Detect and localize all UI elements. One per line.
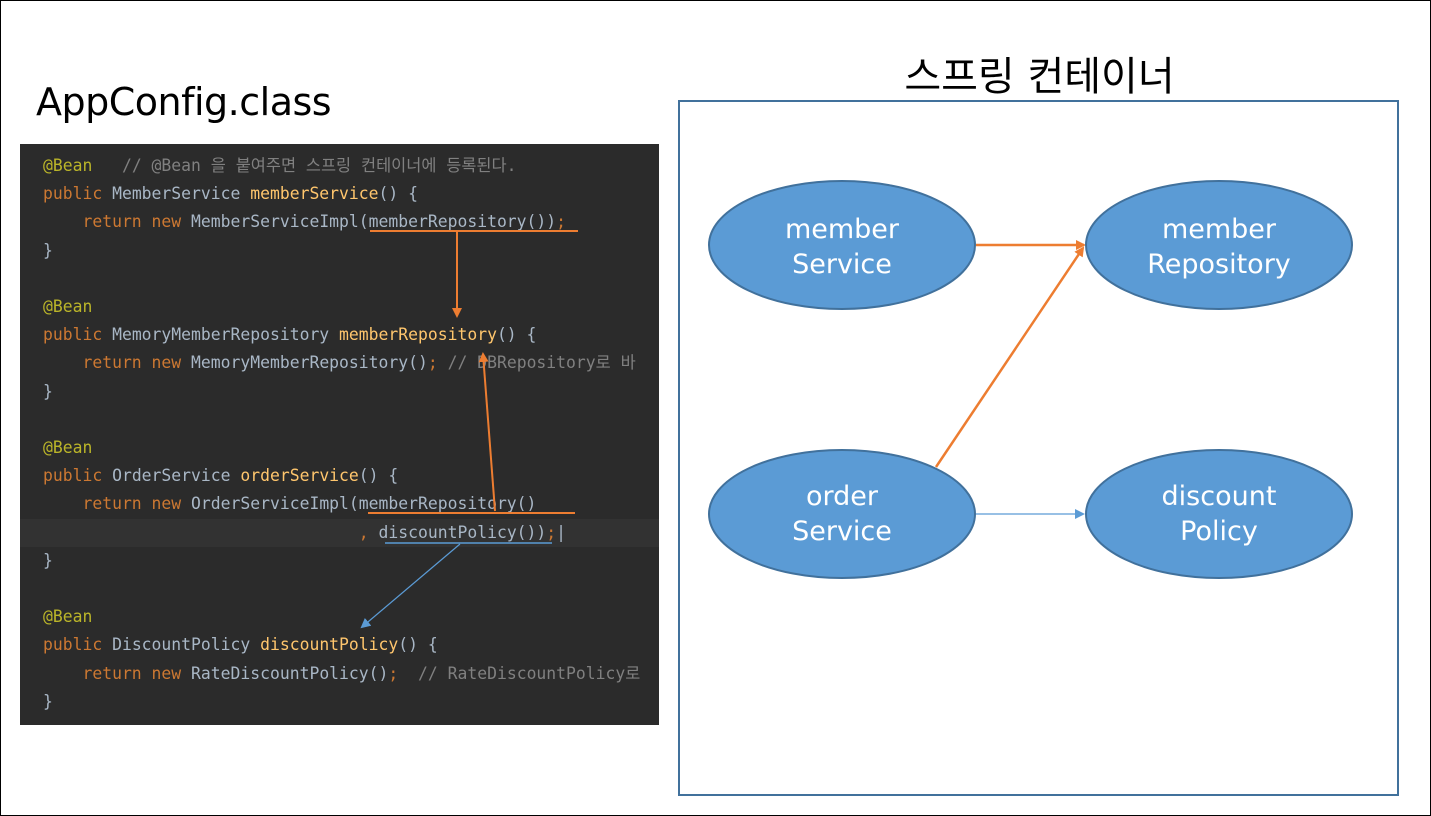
code-token: ; [546,522,557,542]
code-arrow-to-discount-policy [360,543,461,629]
code-line: public MemoryMemberRepository memberRepo… [43,321,536,349]
code-line: return new MemoryMemberRepository(); // … [43,349,636,377]
code-token: OrderServiceImpl(memberRepository() [191,494,537,514]
node-label-line: Repository [1147,249,1291,280]
code-token: memberRepository [339,325,497,345]
code-token: DiscountPolicy [112,635,261,655]
code-token: } [43,381,53,401]
code-line: } [43,547,53,575]
node-label-line: discount [1161,481,1277,512]
code-line: public OrderService orderService() { [43,462,398,490]
code-token: } [43,691,53,711]
code-token: , [358,522,379,542]
code-token: @Bean [43,607,93,627]
code-line: @Bean [43,603,92,631]
code-token: MemberService [112,184,251,204]
code-token: orderService [240,466,359,486]
code-token: @Bean [43,297,93,316]
code-token: return new [43,353,192,373]
node-label-line: Service [792,516,892,547]
node-member-service [708,180,976,310]
code-line: } [43,688,53,716]
code-arrow-order-to-member-repository [478,352,496,512]
node-label-member-service: member Service [742,212,942,282]
code-token: RateDiscountPolicy() [191,663,389,683]
node-order-service [708,449,976,579]
code-token: @Bean [43,156,93,175]
code-token: // RateDiscountPolicy로 [418,663,641,683]
node-label-discount-policy: discount Policy [1119,479,1319,549]
code-token: OrderService [112,466,241,486]
code-token: return new [43,663,192,683]
code-line: } [43,378,53,406]
code-token: // DBRepository로 바 [447,353,636,373]
code-token: discountPolicy()) [378,522,547,542]
code-token: () { [398,635,438,655]
code-line: return new MemberServiceImpl(memberRepos… [43,208,566,236]
node-label-member-repository: member Repository [1119,212,1319,282]
code-line: return new OrderServiceImpl(memberReposi… [43,490,536,518]
code-token: return new [43,494,192,514]
spring-container-box [678,100,1399,796]
node-label-line: order [806,481,878,512]
spring-container-title: 스프링 컨테이너 [904,54,1175,100]
code-token: return new [43,212,192,232]
code-token: // @Bean 을 붙여주면 스프링 컨테이너에 등록된다. [92,156,517,175]
code-token: ; [388,663,419,683]
code-token: memberService [250,184,379,204]
code-line: @Bean [43,293,92,321]
node-member-repository [1085,180,1353,310]
node-label-order-service: order Service [742,479,942,549]
code-token: MemoryMemberRepository [112,325,340,345]
node-label-line: Policy [1180,516,1258,547]
code-token: () { [378,184,419,204]
code-token: public [43,635,113,655]
node-label-line: member [784,214,900,245]
code-editor-panel: @Bean // @Bean 을 붙여주면 스프링 컨테이너에 등록된다.pub… [20,144,659,725]
code-token: public [43,184,113,204]
code-token: ; [427,353,448,373]
code-line: , discountPolicy());| [20,518,659,547]
code-line: return new RateDiscountPolicy(); // Rate… [43,660,640,688]
edge-order-service-to-member-repository [934,246,1085,468]
code-line: public DiscountPolicy discountPolicy() { [43,631,438,659]
code-token: discountPolicy [260,635,399,655]
code-line: public MemberService memberService() { [43,180,418,208]
node-label-line: member [1161,214,1277,245]
code-token: MemberServiceImpl(memberRepository()) [191,212,557,232]
code-token: MemoryMemberRepository() [191,353,428,373]
code-token: () { [496,325,537,345]
code-token: ; [556,212,567,232]
code-token: @Bean [43,438,93,457]
code-token: } [43,550,53,570]
code-line: @Bean [43,434,92,462]
code-token: } [43,240,53,260]
node-discount-policy [1085,449,1353,579]
code-token: public [43,325,113,345]
code-line: @Bean // @Bean 을 붙여주면 스프링 컨테이너에 등록된다. [43,152,516,180]
node-label-line: Service [792,249,892,280]
code-token: public [43,466,113,486]
code-token: () { [358,466,399,486]
code-line: } [43,237,53,265]
code-token: | [556,522,567,542]
app-config-title: AppConfig.class [36,80,332,124]
